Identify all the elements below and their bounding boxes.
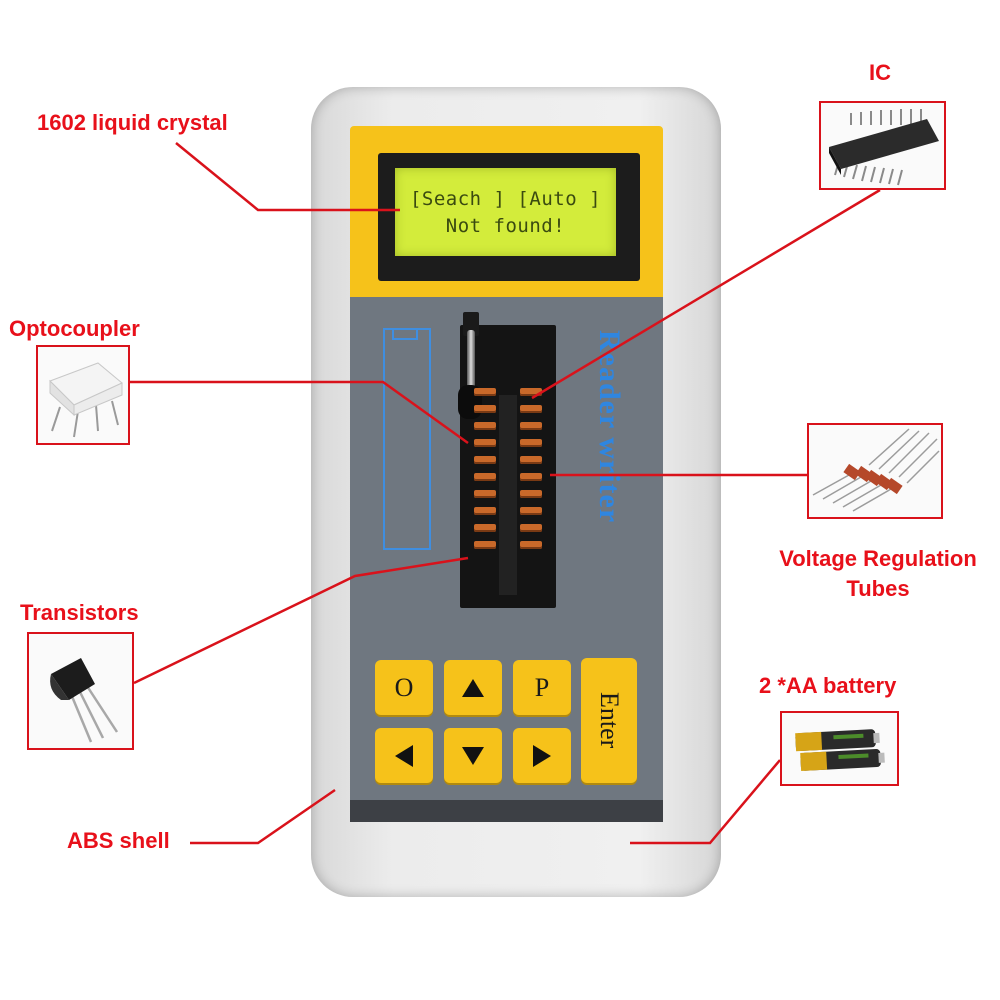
zener-diode-icon	[812, 428, 940, 512]
socket-pin	[520, 388, 542, 396]
ic-chip-icon	[829, 109, 939, 186]
right-button[interactable]	[513, 728, 571, 783]
callout-optocoupler: Optocoupler	[9, 316, 140, 341]
socket-pin	[520, 524, 542, 532]
socket-pin	[474, 473, 496, 481]
callout-abs-shell: ABS shell	[67, 828, 170, 853]
lcd-1602-display: [Seach ] [Auto ] Not found!	[395, 168, 616, 256]
lcd-line-1: [Seach ] [Auto ]	[409, 188, 602, 210]
triangle-up-icon	[462, 678, 484, 697]
callout-voltage-tubes: Voltage Regulation Tubes	[766, 544, 990, 604]
o-button-label: O	[394, 672, 414, 702]
transistors-thumbnail	[27, 632, 134, 750]
enter-button-label: Enter	[595, 692, 624, 749]
chip-notch-graphic	[392, 328, 418, 340]
triangle-right-icon	[533, 744, 551, 767]
lcd-callout-line	[175, 142, 400, 212]
triangle-left-icon	[395, 744, 413, 767]
down-button[interactable]	[444, 728, 502, 783]
socket-pin	[520, 490, 542, 498]
optocoupler-callout-line	[130, 380, 469, 445]
socket-pin	[474, 405, 496, 413]
o-button[interactable]: O	[375, 660, 433, 715]
callout-voltage-tubes-line1: Voltage Regulation	[779, 546, 977, 571]
callout-battery: 2 *AA battery	[759, 673, 897, 698]
socket-lever[interactable]	[467, 330, 475, 390]
panel-bottom-strip	[350, 800, 663, 822]
battery-thumbnail	[780, 711, 899, 786]
socket-pin	[520, 422, 542, 430]
socket-pin	[520, 473, 542, 481]
callout-transistors: Transistors	[20, 600, 139, 625]
chip-outline-graphic	[383, 328, 431, 550]
socket-pin	[520, 439, 542, 447]
socket-pin	[474, 524, 496, 532]
p-button[interactable]: P	[513, 660, 571, 715]
transistor-icon	[50, 658, 119, 743]
socket-pin	[474, 490, 496, 498]
lcd-line-2: Not found!	[445, 215, 566, 237]
socket-pin	[520, 541, 542, 549]
optocoupler-thumbnail	[36, 345, 130, 445]
socket-pin	[520, 507, 542, 515]
optocoupler-icon	[49, 362, 123, 438]
voltage-tubes-thumbnail	[807, 423, 943, 519]
callout-ic: IC	[869, 60, 891, 85]
socket-pin	[520, 456, 542, 464]
socket-pin	[474, 388, 496, 396]
socket-pin	[474, 439, 496, 447]
socket-pin	[520, 405, 542, 413]
ic-thumbnail	[819, 101, 946, 190]
socket-center-rail	[499, 395, 517, 595]
p-button-label: P	[534, 672, 550, 702]
transistors-callout-line	[133, 556, 469, 685]
aa-battery-icon	[795, 729, 885, 772]
zif-socket[interactable]	[460, 325, 556, 608]
socket-pin	[474, 507, 496, 515]
battery-callout-line	[630, 759, 781, 845]
triangle-down-icon	[462, 746, 484, 765]
socket-pin	[474, 422, 496, 430]
up-button[interactable]	[444, 660, 502, 715]
socket-pin	[474, 541, 496, 549]
callout-voltage-tubes-line2: Tubes	[846, 576, 910, 601]
callout-lcd: 1602 liquid crystal	[37, 110, 228, 135]
enter-button[interactable]: Enter	[581, 658, 637, 783]
left-button[interactable]	[375, 728, 433, 783]
ic-callout-line	[531, 188, 881, 400]
abs-shell-callout-line	[190, 788, 336, 845]
socket-pin	[474, 456, 496, 464]
brand-label: Reader writer	[593, 330, 626, 524]
